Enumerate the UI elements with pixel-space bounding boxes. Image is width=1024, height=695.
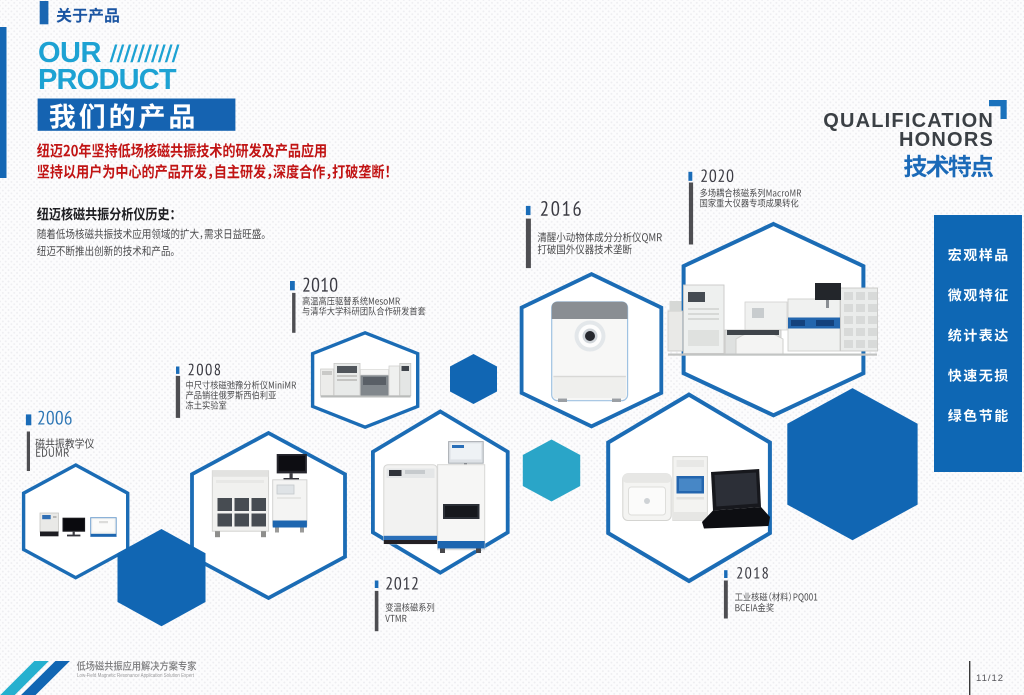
svg-text:Low-Field Magnetic Resonance A: Low-Field Magnetic Resonance Application… [77,673,195,679]
